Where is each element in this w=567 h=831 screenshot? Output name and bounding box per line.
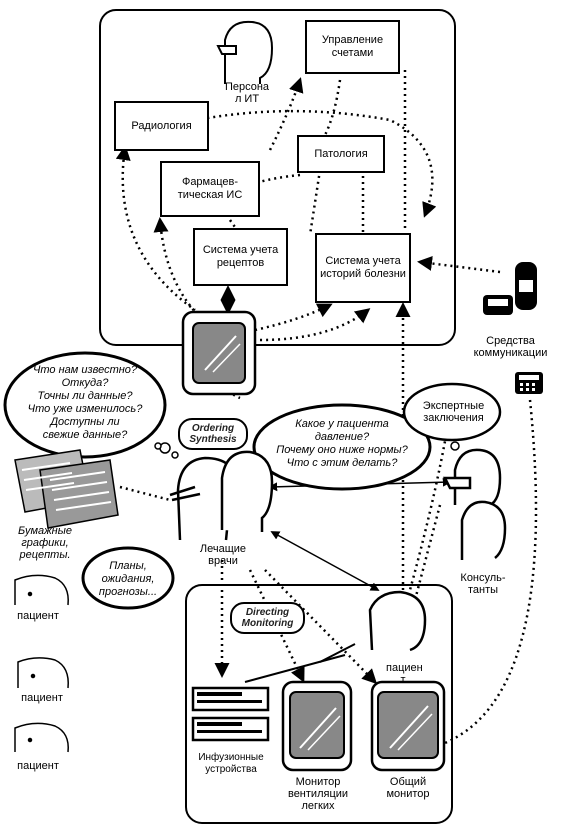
it-staff-label: Персона л ИТ — [224, 81, 270, 105]
ordering-synthesis-badge: Ordering Synthesis — [178, 418, 248, 450]
patient-icons-side — [14, 574, 69, 753]
plans-bubble-text: Планы, ожидания, прогнозы... — [88, 560, 168, 599]
pressure-line: Какое у пациента — [295, 418, 389, 430]
radiology-box: Радиология — [114, 101, 209, 151]
ventilation-label: Монитор вентиляции легких — [287, 776, 349, 812]
infusion-devices-icon — [191, 686, 270, 742]
mobile-phone-icon — [515, 262, 537, 310]
pathology-box: Патология — [297, 135, 385, 173]
doctors-icon — [169, 450, 274, 541]
pressure-thought-bubble — [252, 403, 432, 491]
patient-main-icon — [368, 590, 427, 652]
synthesis-line: Synthesis — [189, 434, 237, 445]
known-line: свежие данные? — [42, 429, 128, 441]
pager-icon — [483, 295, 513, 315]
directing-line: Directing — [245, 607, 290, 618]
consultants-label: Консуль-танты — [460, 572, 506, 596]
pharmacy-label: Фармацев-тическая ИС — [177, 176, 243, 201]
known-line: Доступны ли — [50, 416, 120, 428]
orders-box: Система учета рецептов — [193, 228, 288, 286]
patient-main-label: пациен т — [386, 662, 423, 686]
pathology-label: Патология — [314, 147, 368, 160]
infusion-label: Инфузионные устройства — [198, 752, 264, 775]
phone-icon — [515, 372, 543, 394]
monitoring-line: Monitoring — [241, 618, 294, 629]
central-terminal-icon — [181, 310, 257, 396]
pharmacy-box: Фармацев-тическая ИС — [160, 161, 260, 217]
known-thought-bubble — [3, 351, 167, 459]
consultant-icon — [460, 500, 507, 560]
general-monitor-icon — [370, 680, 446, 772]
records-label: Система учета историй болезни — [320, 255, 406, 280]
known-line: Откуда? — [61, 377, 109, 389]
doctors-label: Лечащие врачи — [199, 543, 247, 567]
plans-line: Планы, — [109, 560, 147, 572]
patient-label-3: пациент — [17, 760, 59, 772]
plans-line: ожидания, — [101, 573, 155, 585]
billing-label: Управление счетами — [321, 34, 384, 59]
radiology-label: Радиология — [131, 119, 192, 132]
pressure-line: Почему оно ниже нормы? — [276, 444, 408, 456]
records-box: Система учета историй болезни — [315, 233, 411, 303]
known-line: Точны ли данные? — [37, 390, 133, 402]
plans-thought-bubble — [81, 546, 175, 610]
orders-label: Система учета рецептов — [202, 244, 279, 269]
known-bubble-text: Что нам известно? Откуда? Точны ли данны… — [10, 364, 160, 442]
known-line: Что нам известно? — [32, 364, 138, 376]
hospital-systems-frame — [99, 9, 456, 346]
patient-label-1: пациент — [17, 610, 59, 622]
ordering-line: Ordering — [191, 423, 235, 434]
ventilation-monitor-icon — [281, 680, 353, 772]
expert-icon — [442, 448, 502, 507]
it-staff-icon — [216, 20, 274, 84]
known-line: Что уже изменилось? — [27, 403, 143, 415]
communication-label: Средства коммуникации — [473, 335, 548, 359]
billing-box: Управление счетами — [305, 20, 400, 74]
pressure-line: Что с этим делать? — [286, 457, 398, 469]
pressure-bubble-text: Какое у пациента давление? Почему оно ни… — [262, 418, 422, 470]
paper-charts-label: Бумажные графики, рецепты. — [18, 525, 72, 561]
patient-label-2: пациент — [21, 692, 63, 704]
expert-thought-bubble — [402, 382, 502, 442]
expert-label: Экспертные заключения — [422, 400, 485, 424]
pressure-line: давление? — [314, 431, 370, 443]
plans-line: прогнозы... — [98, 586, 158, 598]
paper-charts-icon — [14, 449, 119, 529]
general-monitor-label: Общий монитор — [386, 776, 430, 800]
directing-monitoring-badge: Directing Monitoring — [230, 602, 305, 634]
